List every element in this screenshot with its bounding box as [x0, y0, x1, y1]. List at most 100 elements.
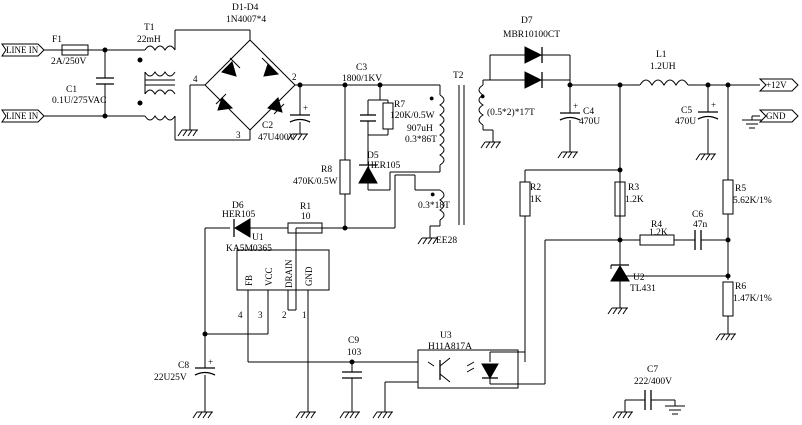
c8-ref: C8: [178, 361, 189, 371]
line-in-connector-1: LINE IN: [1, 43, 45, 57]
r2-ref: R2: [530, 183, 541, 193]
t1-value: 22mH: [137, 35, 161, 45]
d5-ref: D5: [367, 151, 379, 161]
u1-pin-num-2: 2: [282, 310, 287, 320]
d5-value: HER105: [367, 161, 401, 171]
c3-value: 1800/1KV: [342, 74, 382, 84]
t1-ref: T1: [144, 23, 155, 33]
optocoupler-transistor: [427, 357, 451, 383]
c2-ref: C2: [262, 121, 273, 131]
line-in-connector-2: LINE IN: [1, 109, 45, 123]
resistor-r5: [722, 179, 734, 215]
r5-value: 5.62K/1%: [733, 196, 772, 206]
c4-value: 470U: [579, 117, 600, 127]
r8-ref: R8: [321, 165, 332, 175]
r5-ref: R5: [735, 184, 746, 194]
node-2: 2: [292, 72, 297, 82]
transformer-t2: [439, 80, 484, 225]
u1-pin-fb: FB: [244, 275, 254, 286]
resistor-r3: [614, 181, 626, 217]
c9-ref: C9: [348, 336, 359, 346]
l1-value: 1.2UH: [650, 62, 676, 72]
d6-ref: D6: [232, 201, 244, 211]
d7-value: MBR10100CT: [503, 30, 560, 40]
inductor-l1: [639, 79, 689, 86]
bridge-rectifier-d1-d4: [204, 39, 296, 131]
t2-aux-winding: 0.3*18T: [418, 201, 450, 211]
r7-value: 120K/0.5W: [390, 111, 435, 121]
f1-value: 2A/250V: [51, 57, 87, 67]
t2-primary-winding: 0.3*86T: [405, 135, 437, 145]
t2-dot-primary: ●: [429, 93, 434, 103]
pwm-controller-u1: [236, 249, 330, 291]
u1-pin-num-1: 1: [302, 310, 307, 320]
u1-pin-num-3: 3: [258, 310, 263, 320]
resistor-r8: [339, 159, 351, 195]
t2-ref: T2: [453, 71, 464, 81]
r6-ref: R6: [735, 282, 746, 292]
output-gnd-label: GND: [766, 111, 786, 121]
t2-secondary-winding: (0.5*2)*17T: [487, 107, 535, 118]
u1-pin-gnd: GND: [304, 266, 314, 286]
c1-value: 0.1U/275VAC: [52, 96, 106, 106]
r3-value: 1.2K: [625, 195, 644, 205]
c4-plus: +: [573, 101, 578, 111]
r4-ref: R4: [651, 220, 662, 230]
r1-ref: R1: [300, 202, 311, 212]
c7-ref: C7: [647, 365, 658, 375]
u1-pin-vcc: VCC: [264, 267, 274, 286]
diode-d7: [524, 46, 543, 89]
c6-ref: C6: [692, 210, 703, 220]
c1-ref: C1: [66, 85, 77, 95]
c7-value: 222/400V: [634, 377, 672, 387]
l1-ref: L1: [656, 50, 667, 60]
output-12v-connector: +12V: [758, 78, 799, 92]
r4-value: 1.2K: [649, 228, 668, 238]
output-12v-label: +12V: [766, 80, 787, 90]
shunt-regulator-u2: [610, 240, 728, 296]
d6-value: HER105: [222, 210, 256, 220]
c9-value: 103: [347, 348, 362, 358]
c5-value: 470U: [675, 117, 696, 127]
u1-ref: U1: [252, 233, 264, 243]
r3-ref: R3: [628, 183, 639, 193]
c8-value: 22U25V: [154, 373, 187, 383]
r8-value: 470K/0.5W: [293, 177, 338, 187]
line-in-label-1: LINE IN: [6, 45, 39, 55]
node-3: 3: [236, 130, 241, 140]
c4-ref: C4: [583, 107, 594, 117]
optocoupler-u3: [417, 349, 519, 389]
line-in-label-2: LINE IN: [6, 111, 39, 121]
resistor-r6: [722, 281, 734, 317]
c6-value: 47n: [693, 220, 708, 230]
output-gnd-connector: GND: [758, 109, 799, 123]
t2-dot-secondary: ●: [480, 91, 485, 101]
u1-pin-num-4: 4: [238, 310, 243, 320]
u3-value: H11A817A: [428, 342, 472, 352]
d7-ref: D7: [521, 16, 533, 26]
d1d4-value: 1N4007*4: [226, 15, 266, 25]
choke-t1: [137, 45, 176, 121]
t2-core: EE28: [436, 236, 457, 246]
c2-value: 47U400V: [258, 133, 296, 143]
u1-value: KA5M0365: [226, 244, 272, 254]
c5-ref: C5: [681, 106, 692, 116]
f1-ref: F1: [52, 35, 62, 45]
c2-plus: +: [303, 103, 308, 113]
u2-ref: U2: [633, 273, 645, 283]
u2-value: TL431: [630, 284, 656, 294]
optocoupler-led: [466, 352, 499, 384]
node-4: 4: [193, 74, 198, 84]
u1-pin-drain: DRAIN: [284, 259, 294, 288]
r7-ref: R7: [394, 100, 405, 110]
r6-value: 1.47K/1%: [733, 294, 772, 304]
resistor-r2: [519, 181, 531, 217]
c8-plus: +: [208, 357, 213, 367]
t2-primary-inductance: 907uH: [407, 124, 433, 134]
d1d4-ref: D1-D4: [232, 3, 259, 13]
r1-value: 10: [301, 212, 311, 222]
c5-plus: +: [711, 100, 716, 110]
r2-value: 1K: [530, 195, 542, 205]
